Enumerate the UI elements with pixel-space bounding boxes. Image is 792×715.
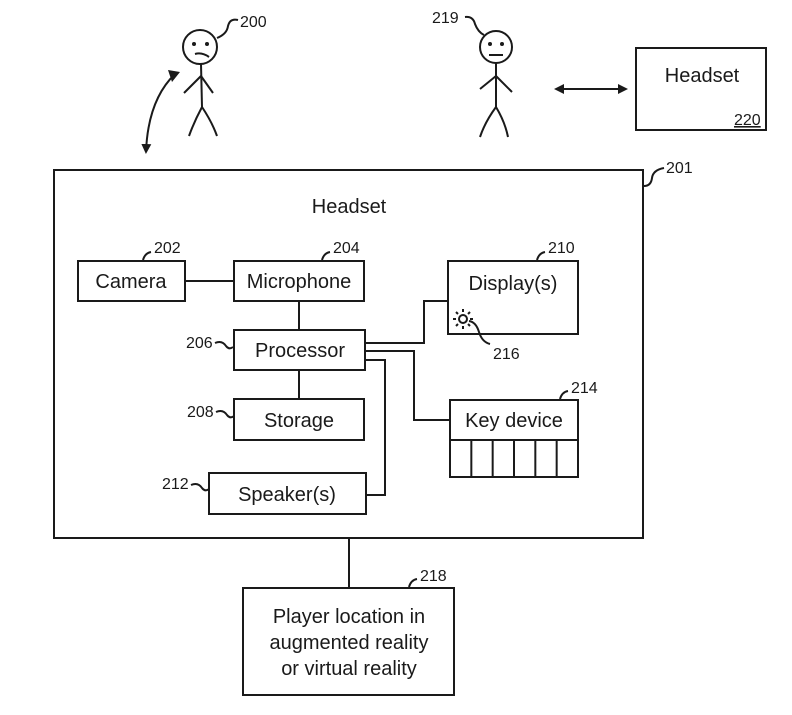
player-location-line-3: or virtual reality (281, 658, 417, 680)
ref-208: 208 (187, 404, 214, 421)
ref-200: 200 (240, 14, 267, 31)
camera-label: Camera (95, 271, 167, 293)
processor-display-link (365, 300, 448, 344)
person-200-stick-figure (182, 18, 239, 137)
processor-label: Processor (255, 340, 345, 362)
leader-line (536, 251, 546, 261)
ref-204: 204 (333, 240, 360, 257)
storage-box (233, 398, 365, 441)
ref-210: 210 (548, 240, 575, 257)
leader-line (142, 251, 152, 261)
leader-line (215, 410, 235, 419)
microphone-box (233, 260, 365, 302)
person-219-stick-figure (464, 15, 513, 138)
leader-line (214, 341, 234, 350)
player-location-line-2: augmented reality (270, 632, 429, 654)
arrow-head (168, 70, 180, 82)
ref-219: 219 (432, 10, 459, 27)
ref-220: 220 (734, 112, 761, 129)
microphone-label: Microphone (247, 271, 352, 293)
frown-mouth (194, 52, 210, 58)
ref-214: 214 (571, 380, 598, 397)
ref-212: 212 (162, 476, 189, 493)
main-headset-label: Headset (312, 196, 387, 218)
ref-206: 206 (186, 335, 213, 352)
processor-keydevice-link (365, 350, 450, 421)
eye (488, 42, 492, 46)
speaker-box (208, 472, 367, 515)
processor-box (233, 329, 366, 371)
display-box (447, 260, 579, 335)
player-location-line-1: Player location in (273, 606, 425, 628)
ref-201: 201 (666, 160, 693, 177)
external-headset-box (635, 47, 767, 131)
key-device-label: Key device (465, 410, 563, 432)
camera-box (77, 260, 186, 302)
eye (500, 42, 504, 46)
ref-202: 202 (154, 240, 181, 257)
ref-218: 218 (420, 568, 447, 585)
external-headset-label: Headset (665, 65, 740, 87)
leader-line (408, 578, 418, 588)
eye (192, 42, 196, 46)
leader-line (190, 483, 210, 492)
eye (205, 42, 209, 46)
processor-speaker-link (365, 359, 386, 496)
leader-line (321, 251, 331, 261)
storage-label: Storage (264, 410, 334, 432)
leader-line (468, 320, 491, 345)
ref-216: 216 (493, 346, 520, 363)
leader-line (559, 390, 569, 400)
curved-double-arrow (141, 73, 176, 154)
key-row (450, 439, 578, 477)
leader-line (464, 15, 485, 36)
speaker-label: Speaker(s) (238, 484, 336, 506)
display-label: Display(s) (469, 273, 558, 295)
arrow-head (554, 84, 564, 94)
player-location-box (242, 587, 455, 696)
leader-line (216, 18, 239, 39)
leader-line (643, 167, 665, 187)
sun-icon (453, 309, 473, 329)
